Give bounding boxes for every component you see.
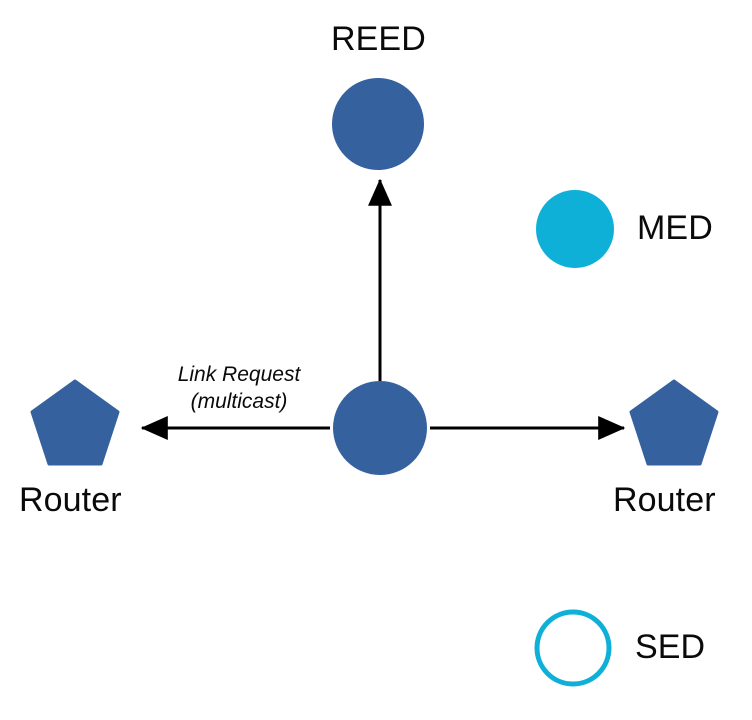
node-label-router-right: Router bbox=[613, 481, 716, 519]
node-router-left[interactable] bbox=[30, 379, 120, 466]
edge-annotation-link-request: Link Request (multicast) bbox=[148, 362, 330, 416]
node-label-router-left: Router bbox=[19, 481, 122, 519]
node-med[interactable] bbox=[536, 190, 614, 268]
node-router-right[interactable] bbox=[629, 379, 719, 466]
node-label-med: MED bbox=[637, 209, 713, 247]
node-group bbox=[30, 78, 719, 687]
edge-annotation-line-1: Link Request bbox=[177, 363, 301, 386]
edge-group bbox=[140, 178, 626, 440]
node-center-router[interactable] bbox=[333, 381, 427, 475]
node-label-reed: REED bbox=[331, 20, 426, 58]
node-label-sed: SED bbox=[635, 628, 706, 666]
node-sed[interactable] bbox=[534, 609, 612, 687]
node-reed[interactable] bbox=[332, 78, 424, 170]
edge-annotation-line-2: (multicast) bbox=[190, 389, 288, 413]
